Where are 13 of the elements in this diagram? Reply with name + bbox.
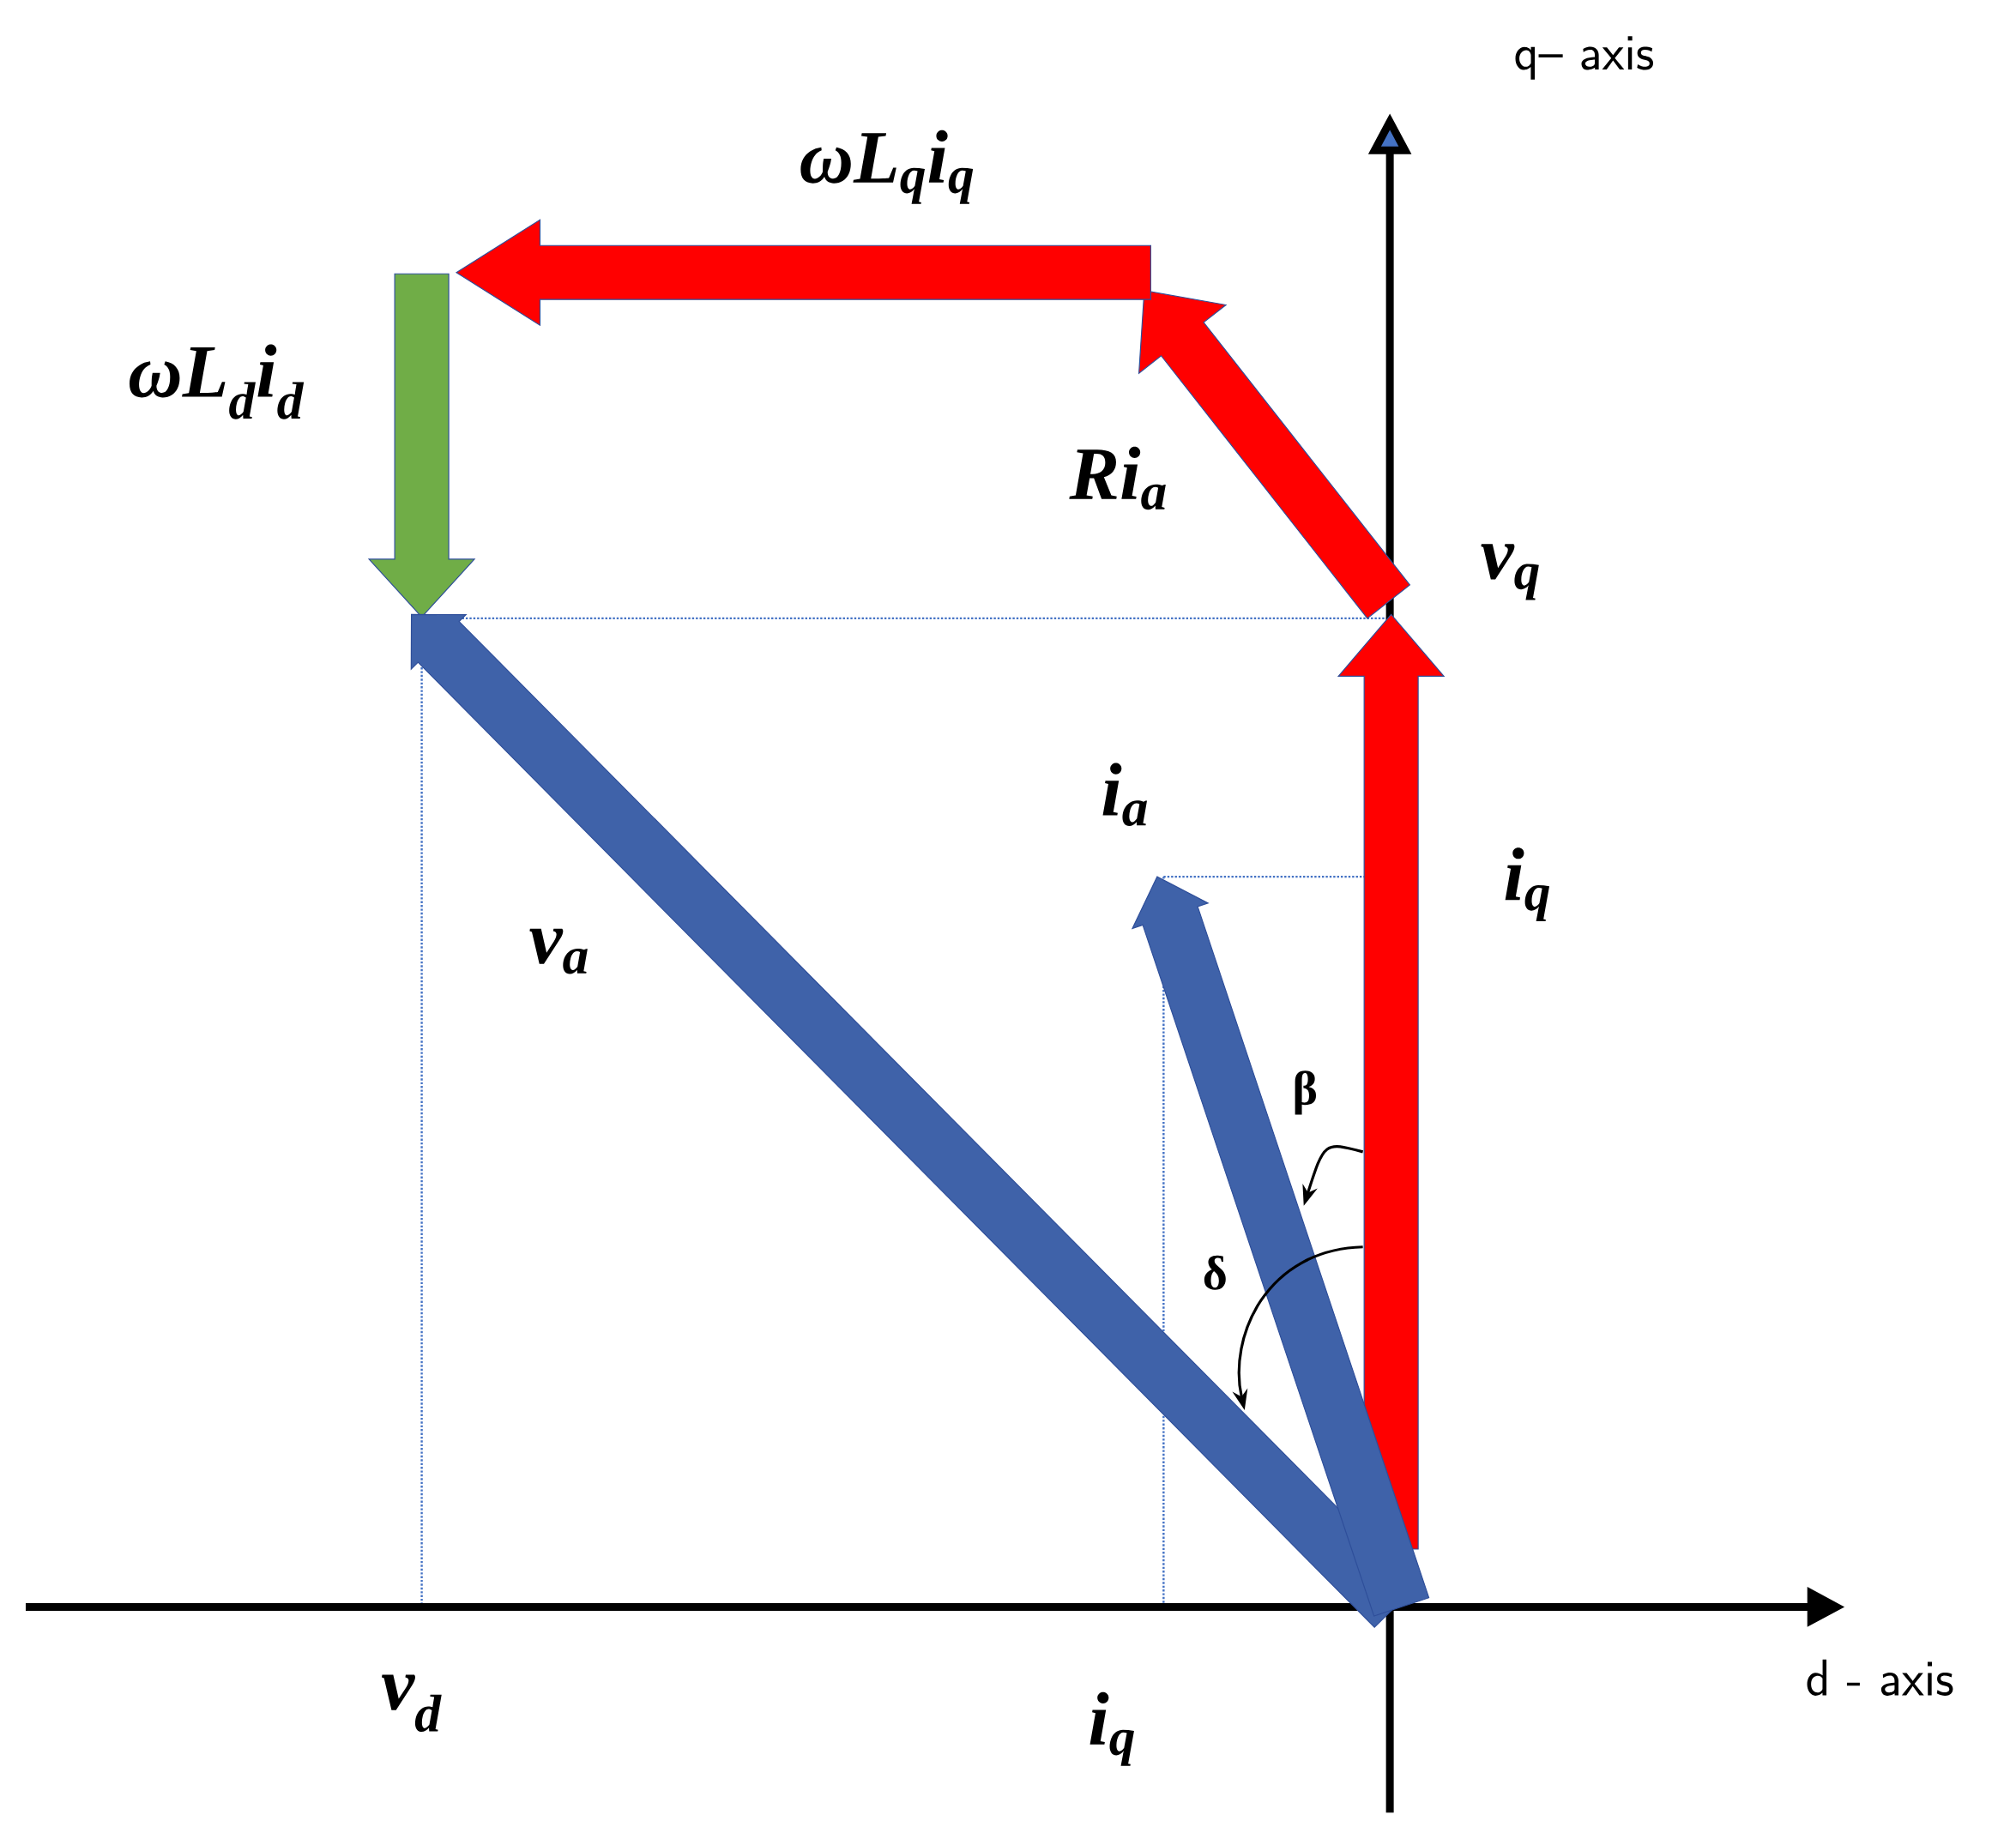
vector-label: i$_{q}$: [1505, 847, 1550, 922]
vector-label: i$_{a}$: [1102, 763, 1148, 827]
vector-label: v$_{d}$: [382, 1674, 442, 1733]
angle-label: β: [1295, 1070, 1317, 1115]
vector-label: Ri$_{a}$: [1069, 447, 1166, 510]
axis-label: d - axis: [1807, 1659, 1953, 1697]
vector-label: ωL$_{q}$i$_{q}$: [800, 130, 974, 204]
vector-label: v$_{a}$: [529, 928, 588, 974]
angle-label: δ: [1204, 1256, 1226, 1290]
vector-label: ωL$_{d}$i$_{d}$: [130, 344, 305, 419]
vector-label: i$_{q}$: [1089, 1692, 1134, 1766]
axis-label: q– axis: [1515, 36, 1654, 80]
vector-label: v$_{q}$: [1481, 544, 1539, 600]
